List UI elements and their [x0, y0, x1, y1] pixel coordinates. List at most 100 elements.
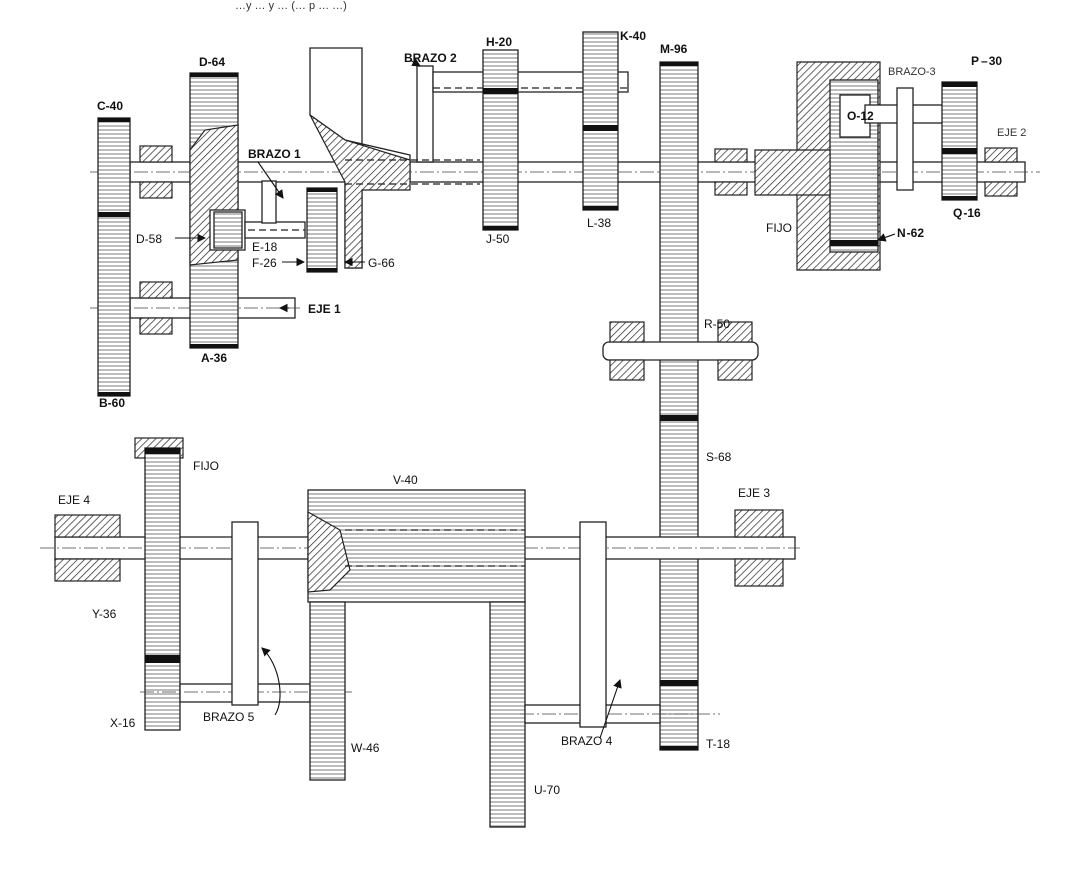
brazo4-arm — [579, 521, 607, 728]
brazo5-pointer — [261, 647, 281, 716]
eje4-bearing — [54, 514, 121, 538]
label-s68: S-68 — [706, 450, 732, 464]
gear-band — [307, 188, 337, 192]
gear-band — [190, 344, 238, 348]
bearing — [714, 148, 748, 163]
label-eje3: EJE 3 — [738, 486, 770, 500]
gear-band — [307, 268, 337, 272]
brazo1-arm — [261, 180, 277, 224]
label-brazo2: BRAZO 2 — [404, 51, 457, 65]
label-y36: Y-36 — [92, 607, 117, 621]
gear-band — [660, 746, 698, 750]
label-l38: L-38 — [587, 216, 611, 230]
label-p30: P–30 — [971, 54, 1002, 68]
label-brazo4: BRAZO 4 — [561, 734, 613, 748]
g66-cutaway — [309, 114, 411, 269]
gear-band — [145, 655, 180, 663]
bearing — [717, 359, 753, 381]
bearing — [717, 321, 753, 343]
bearing — [714, 181, 748, 196]
gear-m96-r50-s68-t18 — [659, 61, 699, 751]
caption-fragment: …y … y … (… p … …) — [235, 0, 347, 12]
label-u70: U-70 — [534, 783, 560, 797]
brazo2-arm — [416, 65, 434, 163]
gear-d58-teeth — [213, 211, 243, 249]
gear-band — [660, 415, 698, 421]
gear-band — [942, 196, 977, 200]
label-x16: X-16 — [110, 716, 136, 730]
r50-shaft — [602, 341, 759, 361]
bearing — [139, 145, 173, 163]
bearing — [139, 281, 173, 299]
label-e18: E-18 — [252, 240, 278, 254]
eje4-bearing — [54, 558, 121, 582]
gear-band — [942, 148, 977, 154]
gear-band — [583, 125, 618, 131]
gear-band — [98, 212, 130, 217]
label-n62: N-62 — [897, 226, 924, 240]
label-eje4: EJE 4 — [58, 493, 90, 507]
gear-band — [190, 73, 238, 77]
label-b60: B-60 — [99, 396, 125, 410]
countershaft-top — [432, 71, 629, 93]
brazo3-arm — [896, 87, 914, 191]
label-eje1: EJE 1 — [308, 302, 341, 316]
bearing — [984, 181, 1018, 197]
label-a36: A-36 — [201, 351, 227, 365]
label-g66: G-66 — [368, 256, 395, 270]
gear-k40-l38 — [582, 31, 619, 211]
label-fijo-top: FIJO — [766, 221, 792, 235]
label-r50: R-50 — [704, 317, 730, 331]
label-j50: J-50 — [486, 232, 510, 246]
brazo2-pointer — [409, 58, 421, 67]
eje3-bearing — [734, 509, 784, 538]
gear-band — [830, 240, 878, 246]
gear-h20-j50 — [482, 49, 519, 231]
label-h20: H-20 — [486, 35, 512, 49]
gear-p30-q16 — [941, 81, 978, 201]
label-k40: K-40 — [620, 29, 646, 43]
gear-band — [98, 392, 130, 396]
label-fijo-bottom: FIJO — [193, 459, 219, 473]
label-brazo3: BRAZO-3 — [888, 66, 936, 78]
housing-hub — [754, 149, 831, 196]
gear-f26 — [306, 187, 338, 273]
gear-c40-b60 — [97, 117, 131, 397]
label-m96: M-96 — [660, 42, 688, 56]
gear-u70 — [489, 601, 526, 828]
eje3-bearing — [734, 558, 784, 587]
n62-pointer — [876, 233, 896, 242]
bearing — [609, 359, 645, 381]
gear-band — [145, 448, 180, 454]
label-w46: W-46 — [351, 741, 380, 755]
label-brazo5: BRAZO 5 — [203, 710, 255, 724]
label-q16: Q-16 — [953, 206, 981, 220]
gear-band — [583, 206, 618, 210]
v40-cutaway — [307, 510, 351, 593]
label-d58: D-58 — [136, 232, 162, 246]
gear-band — [483, 88, 518, 94]
brazo5-arm — [231, 521, 259, 706]
label-brazo1: BRAZO 1 — [248, 147, 301, 161]
gear-band — [942, 82, 977, 87]
brazo4-pointer — [599, 678, 622, 739]
gear-band — [98, 118, 130, 122]
label-o12: O-12 — [847, 109, 874, 123]
bearing — [609, 321, 645, 343]
gear-y36-x16 — [144, 447, 181, 731]
bearing — [984, 147, 1018, 163]
label-f26: F-26 — [252, 256, 277, 270]
bearing — [139, 317, 173, 335]
label-v40: V-40 — [393, 473, 418, 487]
gear-w46 — [309, 601, 346, 781]
brazo1-pointer — [257, 161, 284, 199]
gear-band — [660, 680, 698, 686]
bearing — [139, 181, 173, 199]
label-eje2: EJE 2 — [997, 127, 1026, 139]
gear-band — [483, 226, 518, 230]
label-d64: D-64 — [199, 55, 225, 69]
label-c40: C-40 — [97, 99, 123, 113]
label-t18: T-18 — [706, 737, 730, 751]
